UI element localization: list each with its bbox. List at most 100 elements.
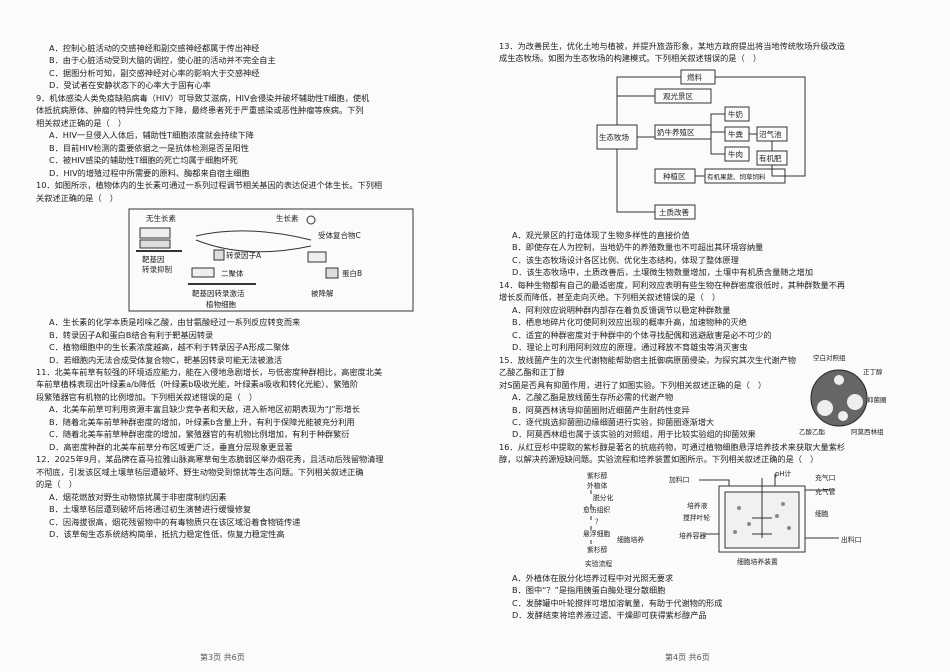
- question-stem: 关叙述正确的是（ ）: [36, 192, 118, 203]
- left-page: A．控制心脏活动的交感神经和副交感神经都属于传出神经 B．由于心脏活动受到大脑的调…: [36, 43, 414, 662]
- answer-option: B．随着北美车前草种群密度的增加，叶绿素b含量上升，有利于保障光能被充分利用: [49, 416, 355, 427]
- fig10-label: 植物细胞: [206, 299, 236, 309]
- fig13-label: 有机肥: [759, 153, 782, 163]
- figure-eco-ranch: 燃料 生态牧场 观光景区 奶牛养殖区 牛奶 牛粪 沼气池 牛肉 有机肥 种植区 …: [596, 69, 806, 220]
- fig16-label: 充气管: [815, 487, 836, 496]
- answer-option: B．栖息地碎片化可使阿利效应出现的概率升高，加速物种的灭绝: [512, 317, 747, 328]
- answer-option: A．外植体在脱分化培养过程中对光照无要求: [512, 572, 674, 583]
- answer-option: A．乙酸乙酯是放线菌生存所必需的代谢产物: [512, 392, 674, 403]
- fig16-label: 紫杉醇: [587, 545, 608, 554]
- page-footer: 第3页 共6页: [200, 652, 245, 662]
- fig15-label: 乙酸乙酯: [799, 427, 826, 436]
- question-stem: 的是（ ）: [36, 479, 77, 490]
- fig16-label: 搅拌叶轮: [683, 513, 710, 522]
- fig16-label: 悬浮细胞: [583, 529, 610, 538]
- fig13-label: 土质改善: [659, 207, 689, 217]
- fig10-label: 被降解: [311, 288, 334, 298]
- fig15-label: 阿莫西林组: [851, 427, 884, 436]
- fig10-label: 转录抑制: [142, 264, 172, 274]
- question-stem: 13．为改善民生，优化土地与植被，并提升旅游形象，某地方政府提出将当地传统牧场升…: [499, 41, 846, 51]
- fig13-label: 牛肉: [728, 149, 743, 159]
- answer-option: D．发酵结束将培养液过滤、干燥即可获得紫杉醇产品: [512, 610, 707, 621]
- figure-cell-culture: 紫杉醇 外植体 脱分化 愈伤组织 ？ 悬浮细胞 细胞培养 紫杉醇 实验流程 加料…: [583, 469, 861, 568]
- question-stem: 12．2025年9月，某品牌在喜马拉雅山脉高寒草甸生态脆弱区举办烟花秀，且活动后…: [36, 454, 384, 465]
- figure-inhibition-plate: 空白对照组 正丁醇 抑菌圈 乙酸乙酯 阿莫西林组: [799, 353, 887, 436]
- answer-option: C．因海拔很高，烟花残留物中的有毒物质只在该区域沿着食物链传递: [49, 516, 301, 527]
- fig15-label: 空白对照组: [813, 353, 846, 362]
- fig16-label: 实验流程: [585, 559, 612, 568]
- answer-option: B．由于心脏活动受到大脑的调控，使心脏的活动并不完全自主: [49, 55, 276, 66]
- question-stem: 段繁殖器官有机物的比例增加。下列相关叙述错误的是（ ）: [36, 391, 258, 402]
- fig13-label: 观光景区: [663, 91, 693, 101]
- answer-option: A．阿利效应说明种群内部存在着负反馈调节以稳定种群数量: [512, 304, 731, 315]
- fig16-label: 出料口: [841, 535, 861, 544]
- answer-option: A．控制心脏活动的交感神经和副交感神经都属于传出神经: [49, 43, 260, 53]
- answer-option: A．烟花燃放对野生动物惊扰属于非密度制约因素: [49, 491, 227, 502]
- answer-option: D．受试者在安静状态下的心率大于固有心率: [49, 80, 211, 91]
- fig10-label: 受体复合物C: [318, 230, 361, 240]
- answer-option: B．土壤草毡层遭到破坏后将通过初生演替进行缓慢修复: [49, 504, 252, 515]
- fig10-label: 生长素: [276, 213, 299, 223]
- fig10-label: 蛋白B: [342, 268, 362, 278]
- question-stem: 体抵抗病原体、肿瘤的特异性免疫力下降，最终患者死于严重感染或恶性肿瘤等疾病。下列: [36, 105, 364, 116]
- answer-option: C．被HIV感染的辅助性T细胞的死亡均属于细胞坏死: [49, 155, 238, 166]
- fig13-label: 沼气池: [759, 129, 782, 139]
- question-stem: 增长反而降低，甚至走向灭绝。下列相关叙述错误的是（ ）: [499, 292, 721, 303]
- page-footer: 第4页 共6页: [665, 652, 710, 662]
- fig10-label: 靶基因转录激活: [192, 288, 245, 298]
- figure-auxin-signaling: 无生长素 靶基因 转录抑制 生长素 受体复合物C 转录因子A 二聚体 蛋白B 靶…: [128, 208, 414, 312]
- fig10-label: 转录因子A: [226, 250, 262, 260]
- answer-option: A．观光景区的打造体现了生物多样性的直接价值: [512, 229, 690, 240]
- question-stem: 不彻底，引发该区域土壤草毡层遭破坏、野生动物受到惊扰等生态问题。下列相关叙述正确: [36, 466, 364, 477]
- fig16-label: 紫杉醇: [587, 471, 608, 480]
- question-stem: 11．北美车前草有较强的环境适应能力，能在入侵地急剧增长，与低密度种群相比，高密…: [36, 366, 383, 377]
- fig13-label: 牛奶: [728, 109, 743, 119]
- fig16-label: pH计: [775, 469, 791, 478]
- fig16-label: 充气口: [815, 473, 835, 482]
- fig13-label: 燃料: [687, 72, 702, 82]
- question-stem: 14．每种生物都有自己的最适密度，阿利效应表明有些生物在种群密度很低时，其种群数…: [499, 279, 846, 290]
- fig16-label: 细胞: [815, 509, 829, 518]
- fig16-label: 细胞培养: [617, 535, 644, 544]
- fig10-label: 靶基因: [142, 254, 165, 264]
- answer-option: D．若细胞内无法合成受体复合物C，靶基因转录可能无法被激活: [49, 354, 283, 365]
- fig13-label: 奶牛养殖区: [657, 127, 695, 137]
- fig16-label: ？: [595, 518, 602, 526]
- answer-option: A．HIV一旦侵入人体后，辅助性T细胞浓度就会持续下降: [49, 130, 254, 141]
- answer-option: A．生长素的化学本质是吲哚乙酸，由甘氨酸经过一系列反应转变而来: [49, 317, 301, 328]
- answer-option: B．即使存在人为控制，当地奶牛的养殖数量也不可超出其环境容纳量: [512, 242, 764, 253]
- answer-option: B．目前HIV检测的重要依据之一是抗体检测是否呈阳性: [49, 142, 249, 153]
- fig15-label: 抑菌圈: [867, 395, 887, 404]
- answer-option: D．阿莫西林组也属于该实验的对照组，用于比较实验组的抑菌效果: [512, 429, 756, 440]
- question-stem: 对S菌是否具有抑菌作用，进行了如图实验。下列相关叙述正确的是（ ）: [499, 379, 767, 390]
- fig16-label: 愈伤组织: [583, 505, 610, 514]
- fig16-label: 培养容器: [679, 531, 706, 540]
- answer-option: C．适宜的种群密度对于种群中的个体寻找配偶和逃避敌害是必不可少的: [512, 329, 772, 340]
- fig13-label: 种植区: [663, 171, 686, 181]
- answer-option: B．转录因子A和蛋白B结合有利于靶基因转录: [49, 329, 214, 340]
- answer-option: D．高密度种群的北美车前草分布区域更广泛，垂直分层现象更显著: [49, 441, 293, 452]
- answer-option: A．北美车前草可利用资源丰富且缺少竞争者和天敌，进入新地区初期表现为“J”形增长: [49, 404, 360, 415]
- answer-option: C．随着北美车前草种群密度的增加，繁殖器官的有机物比例增加，有利于种群繁衍: [49, 429, 350, 440]
- answer-option: C．逐代挑选抑菌圈边缘细菌进行实验，抑菌圈逐渐增大: [512, 416, 715, 427]
- fig10-label: 二聚体: [221, 268, 244, 278]
- right-page: 13．为改善民生，优化土地与植被，并提升旅游形象，某地方政府提出将当地传统牧场升…: [475, 0, 950, 672]
- fig16-label: 培养液: [687, 501, 708, 510]
- fig16-label: 外植体: [587, 481, 608, 490]
- fig16-label: 加料口: [669, 475, 689, 484]
- question-stem: 10．如图所示，植物体内的生长素可通过一系列过程调节相关基因的表达促进个体生长。…: [36, 180, 383, 191]
- fig15-label: 正丁醇: [863, 367, 883, 376]
- answer-option: D．该草甸生态系统结构简单，抵抗力稳定性低，恢复力稳定性高: [49, 529, 285, 540]
- fig10-label: 无生长素: [146, 213, 176, 223]
- question-stem: 16．从红豆杉中提取的紫杉醇是著名的抗癌药物，可通过植物细胞悬浮培养技术来获取大…: [499, 441, 846, 452]
- answer-option: D．该生态牧场中，土质改善后，土壤微生物数量增加，土壤中有机质含量随之增加: [512, 267, 814, 278]
- fig13-label: 有机果蔬、饲草饲料: [707, 172, 766, 181]
- answer-option: C．发酵罐中叶轮搅拌可增加溶氧量，有助于代谢物的形成: [512, 597, 723, 608]
- answer-option: B．图中“？”是指用胰蛋白酶处理分散细胞: [512, 585, 666, 596]
- answer-option: C．该生态牧场设计各区比例、优化生态结构，体现了整体原理: [512, 254, 739, 265]
- question-stem: 车前草植株表现出叶绿素a/b降低（叶绿素b吸收光能，叶绿素a吸收和转化光能）、繁…: [36, 379, 359, 390]
- question-stem: 9．机体感染人类免疫缺陷病毒（HIV）可导致艾滋病，HIV会侵染并破坏辅助性T细…: [36, 92, 370, 103]
- fig13-label: 牛粪: [728, 129, 743, 139]
- question-stem: 醇，以解决药源短缺问题。实验流程和培养装置如图所示。下列相关叙述正确的是（ ）: [499, 454, 819, 465]
- answer-option: C．据图分析可知，副交感神经对心率的影响大于交感神经: [49, 67, 260, 78]
